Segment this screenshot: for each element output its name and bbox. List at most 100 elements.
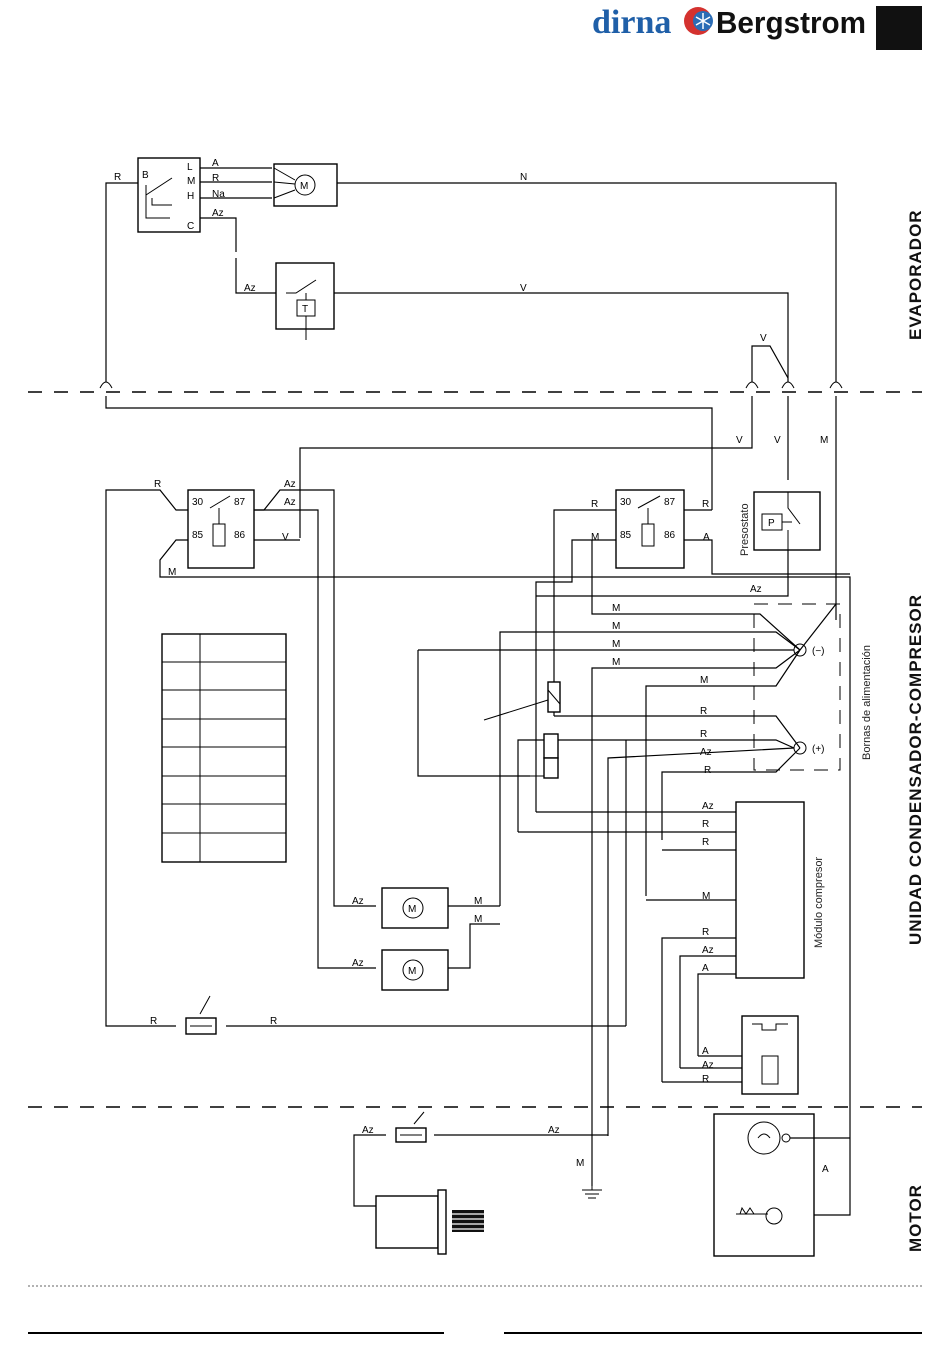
svg-text:R: R: [704, 765, 711, 776]
svg-text:H: H: [187, 191, 194, 202]
clutch-relay: [742, 1016, 798, 1094]
svg-text:M: M: [612, 639, 620, 650]
svg-text:Az: Az: [352, 958, 364, 969]
svg-text:M: M: [612, 603, 620, 614]
svg-text:Az: Az: [244, 283, 256, 294]
svg-text:R: R: [150, 1016, 157, 1027]
brand-logo: dirna Bergstrom: [592, 4, 922, 50]
divider-connectors: [100, 382, 842, 388]
svg-text:86: 86: [664, 530, 676, 541]
svg-text:R: R: [702, 927, 709, 938]
ground-symbol: [582, 1186, 602, 1198]
svg-text:M: M: [187, 176, 195, 187]
svg-text:M: M: [474, 914, 482, 925]
svg-text:R: R: [212, 173, 219, 184]
svg-text:V: V: [282, 532, 289, 543]
section-evaporator: EVAPORADOR: [906, 209, 925, 340]
svg-text:M: M: [702, 891, 710, 902]
svg-text:87: 87: [664, 497, 676, 508]
svg-text:V: V: [774, 435, 781, 446]
svg-text:M: M: [576, 1158, 584, 1169]
svg-text:A: A: [822, 1164, 829, 1175]
inline-fuse: [484, 682, 560, 720]
svg-text:Az: Az: [702, 1060, 714, 1071]
svg-text:M: M: [168, 567, 176, 578]
svg-text:(+): (+): [812, 744, 825, 755]
svg-text:C: C: [187, 221, 194, 232]
svg-text:30: 30: [192, 497, 204, 508]
svg-text:M: M: [300, 181, 308, 192]
fan-speed-selector: B L M H C: [138, 158, 200, 232]
svg-text:M: M: [700, 675, 708, 686]
svg-text:Az: Az: [700, 747, 712, 758]
svg-text:A: A: [702, 1046, 709, 1057]
compressor-clutch: [376, 1190, 484, 1254]
svg-text:86: 86: [234, 530, 246, 541]
svg-text:R: R: [270, 1016, 277, 1027]
svg-text:N: N: [520, 172, 527, 183]
svg-text:V: V: [520, 283, 527, 294]
relay-left: 30 87 85 86: [188, 490, 254, 568]
svg-text:Az: Az: [548, 1125, 560, 1136]
svg-text:87: 87: [234, 497, 246, 508]
svg-text:M: M: [408, 904, 416, 915]
legend-table: [162, 634, 286, 862]
svg-text:Az: Az: [702, 945, 714, 956]
svg-text:B: B: [142, 170, 149, 181]
svg-text:Az: Az: [212, 208, 224, 219]
compressor-module: [736, 802, 804, 978]
svg-text:(−): (−): [812, 646, 825, 657]
svg-text:Az: Az: [284, 497, 296, 508]
svg-text:30: 30: [620, 497, 632, 508]
brand-black-block: [876, 6, 922, 50]
condenser-fan-motor-2: M: [382, 950, 448, 990]
brand-name-right: Bergstrom: [716, 5, 866, 40]
svg-text:M: M: [408, 966, 416, 977]
svg-text:R: R: [702, 837, 709, 848]
svg-text:P: P: [768, 518, 775, 529]
svg-text:R: R: [702, 819, 709, 830]
svg-text:M: M: [820, 435, 828, 446]
svg-text:R: R: [700, 729, 707, 740]
section-motor: MOTOR: [906, 1184, 925, 1252]
evaporator-fan-motor: M: [274, 164, 337, 206]
svg-text:Az: Az: [284, 479, 296, 490]
module-label: Módulo compresor: [813, 857, 825, 948]
terminals-label: Bornas de alimentación: [861, 645, 873, 760]
svg-text:85: 85: [192, 530, 204, 541]
svg-text:R: R: [114, 172, 121, 183]
svg-text:R: R: [702, 1074, 709, 1085]
svg-text:A: A: [212, 158, 219, 169]
svg-text:A: A: [702, 963, 709, 974]
svg-text:A: A: [703, 532, 710, 543]
relay-right: 30 87 85 86: [616, 490, 684, 568]
svg-text:T: T: [302, 304, 308, 315]
svg-text:M: M: [612, 621, 620, 632]
supply-terminals: (−) (+): [754, 604, 840, 770]
svg-text:L: L: [187, 162, 193, 173]
svg-text:Az: Az: [750, 584, 762, 595]
svg-text:R: R: [700, 706, 707, 717]
svg-text:V: V: [760, 333, 767, 344]
brand-name-left: dirna: [592, 4, 671, 41]
svg-text:Az: Az: [352, 896, 364, 907]
svg-text:M: M: [612, 657, 620, 668]
section-condenser: UNIDAD CONDENSADOR-COMPRESOR: [906, 594, 925, 945]
svg-text:Na: Na: [212, 189, 225, 200]
pressure-switch: P: [754, 492, 820, 550]
svg-text:Az: Az: [702, 801, 714, 812]
snowflake-sun-icon: [684, 7, 713, 35]
clutch-fuse: [396, 1112, 426, 1142]
svg-text:85: 85: [620, 530, 632, 541]
main-fuse: [186, 996, 216, 1034]
svg-text:V: V: [736, 435, 743, 446]
svg-text:R: R: [702, 499, 709, 510]
motor-box: [714, 1114, 814, 1256]
svg-text:R: R: [154, 479, 161, 490]
svg-text:Az: Az: [362, 1125, 374, 1136]
thermostat: T: [276, 263, 334, 340]
pressure-label: Presostato: [739, 503, 751, 556]
condenser-fan-motor-1: M: [382, 888, 448, 928]
svg-text:M: M: [474, 896, 482, 907]
